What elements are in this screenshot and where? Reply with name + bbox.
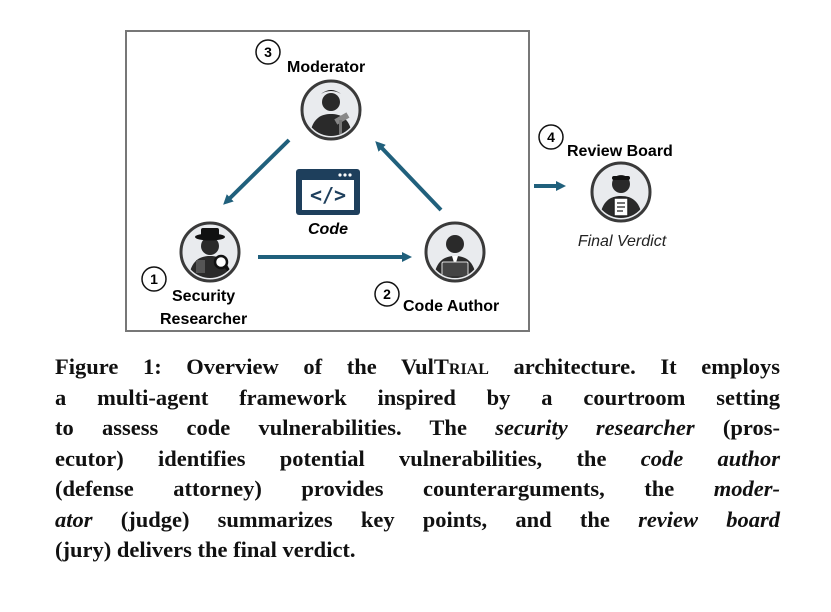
architecture-diagram: 3 Moderator </> Code [125,30,673,332]
caption-line-4: ecutor) identifies potential vulnerabili… [55,444,780,475]
caption-line-3: to assess code vulnerabilities. The secu… [55,413,780,444]
security-researcher-node: 1 Security Researcher [141,221,247,328]
caption-text: to assess code vulnerabilities. The [55,415,496,440]
author-label: Code Author [403,298,499,315]
system-name-part2: Trial [433,354,489,379]
caption-emphasis: review board [638,506,780,532]
caption-line-5: (defense attorney) provides counterargum… [55,474,780,505]
code-author-node: 2 Code Author [374,221,499,315]
code-block: </> Code [296,169,360,238]
researcher-number: 1 [150,271,158,287]
caption-emphasis: security researcher [495,415,695,440]
lawyer-laptop-icon [424,221,486,283]
number-badge [538,124,564,150]
caption-line-2: a multi-agent framework inspired by a co… [55,384,780,410]
researcher-label-line2: Researcher [160,311,247,328]
number-badge [374,281,400,307]
review-board-label: Review Board [567,143,673,160]
moderator-node: 3 Moderator [255,39,365,141]
caption-emphasis: code author [640,445,781,471]
number-badge [255,39,281,65]
figure-caption: Figure 1: Overview of the VulTrial archi… [55,352,780,566]
caption-line-1: Figure 1: Overview of the VulTrial archi… [55,352,780,383]
jury-icon [590,161,652,223]
judge-icon [300,79,362,141]
caption-text: Figure 1: Overview of the [55,354,401,379]
review-board-number: 4 [547,129,555,145]
caption-text: (defense attorney) provides counterargum… [55,476,714,501]
detective-icon [179,221,241,283]
caption-text: ecutor) identifies potential vulnerabili… [55,445,641,471]
arrow-moderator-to-researcher [223,138,291,205]
code-label: Code [308,221,348,238]
caption-line-6: ator (judge) summarizes key points, and … [55,505,780,536]
code-symbol: </> [310,183,346,207]
final-verdict-label: Final Verdict [578,233,667,250]
moderator-label: Moderator [287,59,365,76]
review-board-node: 4 Review Board Final Verdict [538,124,673,250]
caption-text: (judge) summarizes key points, and the [92,506,639,532]
author-number: 2 [383,286,391,302]
caption-emphasis: moder- [713,476,780,501]
caption-line-7: (jury) delivers the final verdict. [55,537,356,562]
moderator-number: 3 [264,44,272,60]
number-badge [141,266,167,292]
researcher-label-line1: Security [172,288,235,305]
system-name-part1: Vul [400,354,434,379]
caption-text: architecture. It employs [488,354,780,379]
arrow-author-to-moderator [375,141,443,212]
caption-text: (pros- [694,415,780,440]
caption-emphasis: ator [55,506,93,532]
